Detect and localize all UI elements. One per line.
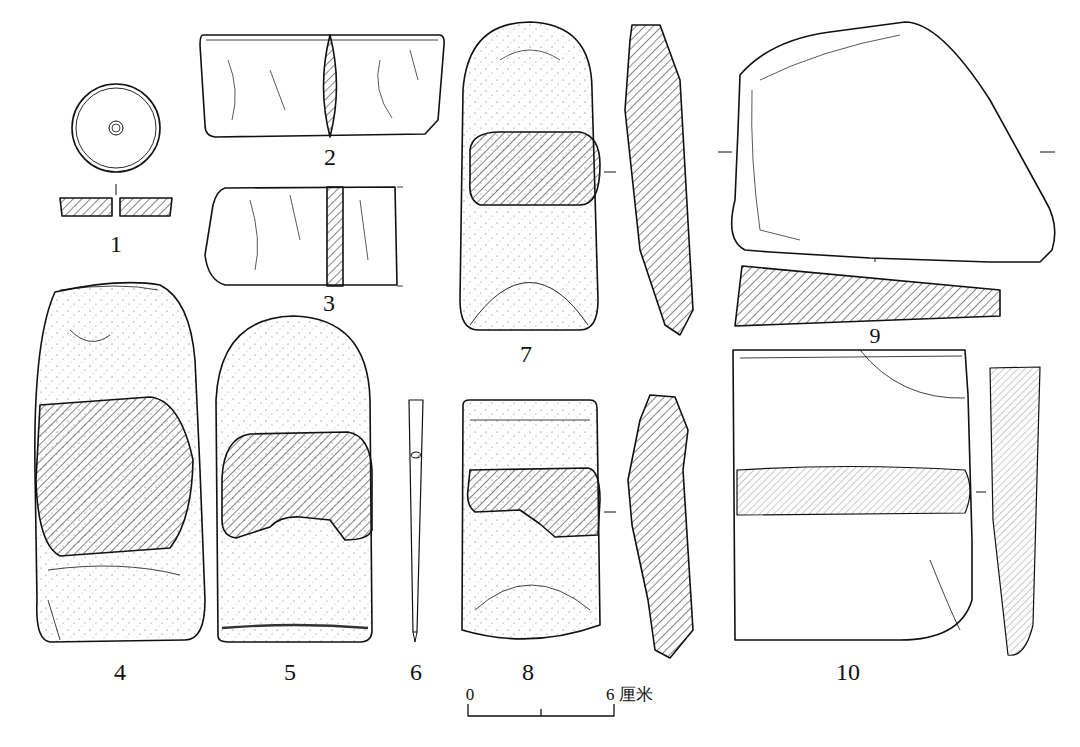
scale-label: 0 xyxy=(466,686,475,703)
stone-adze xyxy=(460,22,693,335)
figure-number: 9 xyxy=(870,325,881,347)
spindle-whorl xyxy=(60,84,172,216)
scale-bar xyxy=(468,704,614,716)
stone-knife xyxy=(200,35,444,137)
figure-number: 8 xyxy=(522,660,534,684)
stone-knife-fragment xyxy=(205,187,403,286)
grinding-pestle xyxy=(216,316,372,642)
bone-awl xyxy=(409,400,423,642)
figure-number: 7 xyxy=(520,342,532,366)
stone-adze-small xyxy=(462,395,693,658)
figure-number: 10 xyxy=(836,660,860,684)
stone-flake xyxy=(718,22,1055,326)
figure-number: 1 xyxy=(110,232,122,256)
figure-number: 6 xyxy=(410,660,422,684)
figure-number: 2 xyxy=(324,145,336,169)
pebble-tool xyxy=(35,283,205,642)
figure-number: 3 xyxy=(323,291,335,315)
figure-number: 4 xyxy=(114,660,126,684)
stone-knife-broken xyxy=(733,350,1040,655)
figure-number: 5 xyxy=(284,660,296,684)
scale-label: 6 厘米 xyxy=(606,686,653,703)
